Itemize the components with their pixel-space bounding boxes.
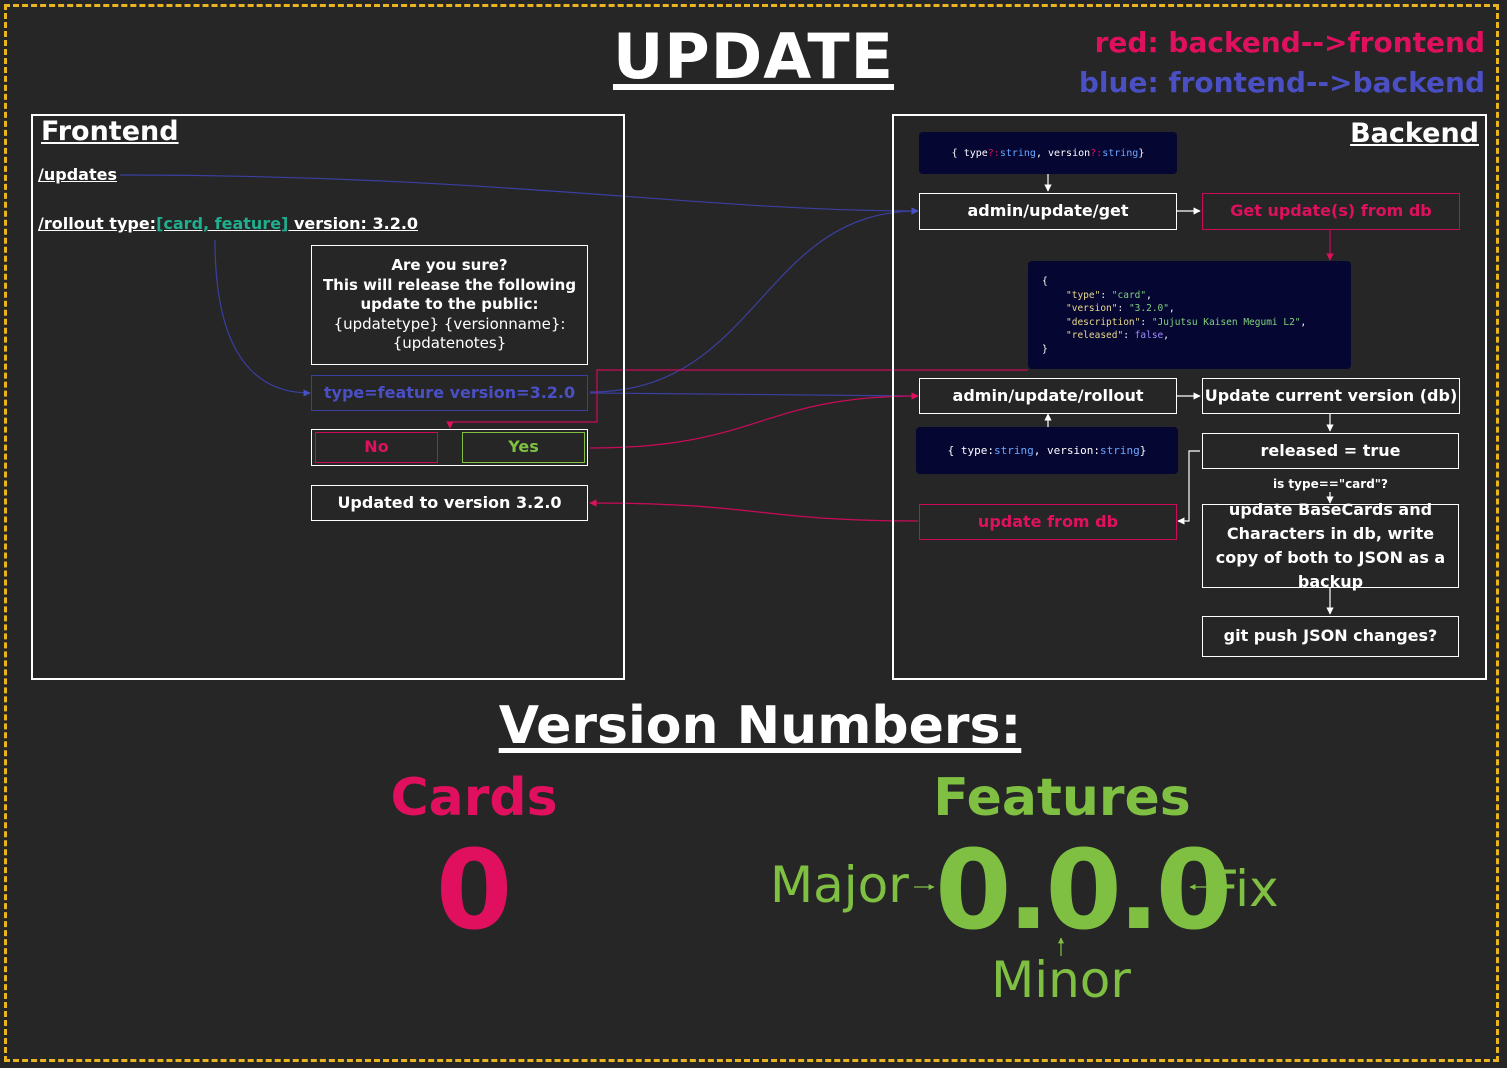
frontend-title: Frontend [41,116,179,147]
json-code: { "type": "card", "version": "3.2.0", "d… [1028,261,1351,369]
command-rollout[interactable]: /rollout type:[card, feature] version: 3… [38,214,418,233]
confirm-line-3: update to the public: [360,295,539,314]
fix-label: Fix [1210,860,1279,918]
rollout-params-open: { type: [947,444,994,457]
update-current-box: Update current version (db) [1202,378,1460,414]
minor-label: Minor [991,951,1131,1009]
arrow-updatefromdb-to-updated [589,499,919,522]
rollout-params-sep: , version: [1033,444,1100,457]
update-basecards-box: update BaseCards and Characters in db, w… [1202,500,1459,591]
updated-message: Updated to version 3.2.0 [311,485,588,521]
no-button[interactable]: No [315,432,438,463]
yes-button[interactable]: Yes [462,432,585,463]
cards-label: Cards [390,768,558,828]
page-title: UPDATE [612,20,895,93]
arrow-yes-to-rollout [589,392,919,449]
rollout-params-code: { type: string, version: string } [916,427,1178,474]
json-val-type: "card" [1111,289,1147,301]
rollout-prefix: /rollout type: [38,214,157,233]
get-params-code: { type?: string, version?: string } [919,132,1177,174]
json-val-description: "Jujutsu Kaisen Megumi L2" [1151,316,1301,328]
backend-title: Backend [1350,118,1479,149]
json-key-released: "released" [1066,330,1124,341]
version-heading: Version Numbers: [498,696,1022,756]
rollout-params-type1: string [994,444,1034,457]
is-card-condition: is type=="card"? [1272,477,1388,491]
confirm-dialog: Are you sure? This will release the foll… [311,245,588,365]
command-updates[interactable]: /updates [38,165,117,184]
legend-blue: blue: frontend-->backend [1078,66,1485,99]
get-params-close: } [1138,147,1145,159]
rollout-types: [card, feature] [156,214,289,233]
features-label: Features [933,768,1191,828]
frontend-panel [31,114,625,680]
confirm-line-2: This will release the following [322,275,577,294]
get-params-opt2: ?: [1090,147,1103,159]
rollout-endpoint: admin/update/rollout [919,378,1177,414]
json-key-version: "version" [1066,303,1118,314]
legend-red: red: backend-->frontend [1094,26,1485,59]
page-border [4,4,1499,1062]
json-close: } [1042,343,1048,355]
arrow-released-to-updatefromdb [1177,450,1200,525]
git-push-box: git push JSON changes? [1202,616,1459,657]
arrow-selection-to-get [589,207,919,393]
json-key-description: "description" [1066,316,1141,328]
get-params-sep: , version [1035,147,1091,159]
rollout-params-type2: string [1099,444,1140,457]
json-open: { [1042,276,1048,287]
cards-value: 0 [435,826,513,954]
json-key-type: "type" [1066,289,1101,301]
get-params-open: { type [951,147,988,159]
released-box: released = true [1202,433,1459,469]
major-label: Major [770,856,909,914]
update-from-db-box: update from db [919,504,1177,540]
json-val-version: "3.2.0" [1128,303,1169,314]
get-endpoint: admin/update/get [919,193,1177,230]
arrow-updates-to-get [119,174,919,215]
arrow-rollout-to-selection [214,239,311,397]
choice-row [311,429,588,466]
arrow-json-to-selection [446,369,1028,429]
get-db-box: Get update(s) from db [1202,193,1460,230]
get-params-type1: string [999,147,1036,159]
features-value: 0.0.0 [935,826,1232,954]
confirm-line-5: {updatenotes} [392,334,507,353]
confirm-line-4: {updatetype} {versionname}: [333,314,566,333]
get-params-opt1: ?: [987,147,1000,159]
arrow-selection-to-rollout [589,392,919,400]
json-val-released: false [1134,330,1164,341]
rollout-suffix: version: 3.2.0 [288,214,419,233]
selection-box: type=feature version=3.2.0 [311,375,588,411]
get-params-type2: string [1102,147,1139,159]
backend-panel [892,114,1487,680]
rollout-params-close: } [1139,444,1147,457]
confirm-line-1: Are you sure? [391,256,508,275]
